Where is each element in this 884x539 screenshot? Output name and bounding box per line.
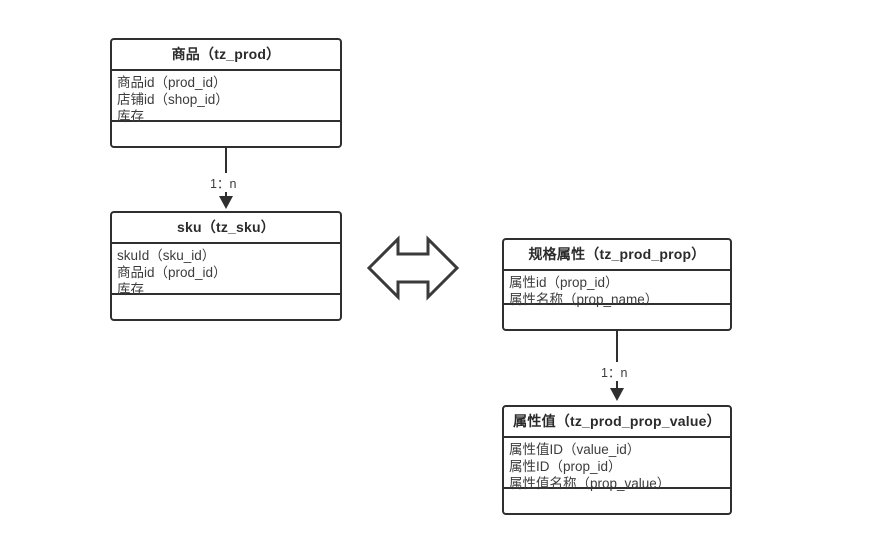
- attribute-row: 属性名称（prop_name）: [509, 292, 659, 307]
- attribute-row: 店铺id（shop_id）: [117, 92, 229, 107]
- attribute-row: 属性值ID（value_id）: [509, 442, 641, 457]
- attribute-row: 库存: [117, 109, 144, 124]
- entity-tz-prod-prop[interactable]: 规格属性（tz_prod_prop） 属性id（prop_id） 属性名称（pr…: [502, 238, 732, 331]
- entity-attributes-tz-sku: skuId（sku_id） 商品id（prod_id） 库存: [112, 244, 340, 297]
- entity-header-tz-prod: 商品（tz_prod）: [112, 40, 340, 71]
- entity-attributes-tz-prod-prop-value: 属性值ID（value_id） 属性ID（prop_id） 属性值名称（prop…: [504, 438, 730, 491]
- relation-label-prod-to-sku: 1：n: [208, 173, 239, 192]
- relation-arrowhead-icon: [219, 196, 233, 209]
- entity-tz-prod[interactable]: 商品（tz_prod） 商品id（prod_id） 店铺id（shop_id） …: [110, 38, 342, 148]
- attribute-row: 商品id（prod_id）: [117, 265, 227, 280]
- attribute-row: 属性id（prop_id）: [509, 275, 619, 290]
- entity-header-tz-sku: sku（tz_sku）: [112, 213, 340, 244]
- entity-header-tz-prod-prop: 规格属性（tz_prod_prop）: [504, 240, 730, 271]
- entity-footer-tz-prod-prop-value: [504, 489, 730, 513]
- attribute-row: 库存: [117, 282, 144, 297]
- entity-header-tz-prod-prop-value: 属性值（tz_prod_prop_value）: [504, 407, 730, 438]
- relation-arrowhead-icon: [610, 388, 624, 401]
- relation-line: [616, 331, 618, 389]
- entity-attributes-tz-prod: 商品id（prod_id） 店铺id（shop_id） 库存: [112, 71, 340, 124]
- entity-attributes-tz-prod-prop: 属性id（prop_id） 属性名称（prop_name）: [504, 271, 730, 307]
- entity-tz-prod-prop-value[interactable]: 属性值（tz_prod_prop_value） 属性值ID（value_id） …: [502, 405, 732, 515]
- attribute-row: 商品id（prod_id）: [117, 75, 227, 90]
- relation-label-prop-to-prop-value: 1：n: [599, 362, 630, 381]
- attribute-row: 属性ID（prop_id）: [509, 459, 622, 474]
- left-right-arrow-icon: [366, 235, 460, 301]
- entity-tz-sku[interactable]: sku（tz_sku） skuId（sku_id） 商品id（prod_id） …: [110, 211, 342, 321]
- attribute-row: 属性值名称（prop_value）: [509, 476, 671, 491]
- attribute-row: skuId（sku_id）: [117, 248, 216, 263]
